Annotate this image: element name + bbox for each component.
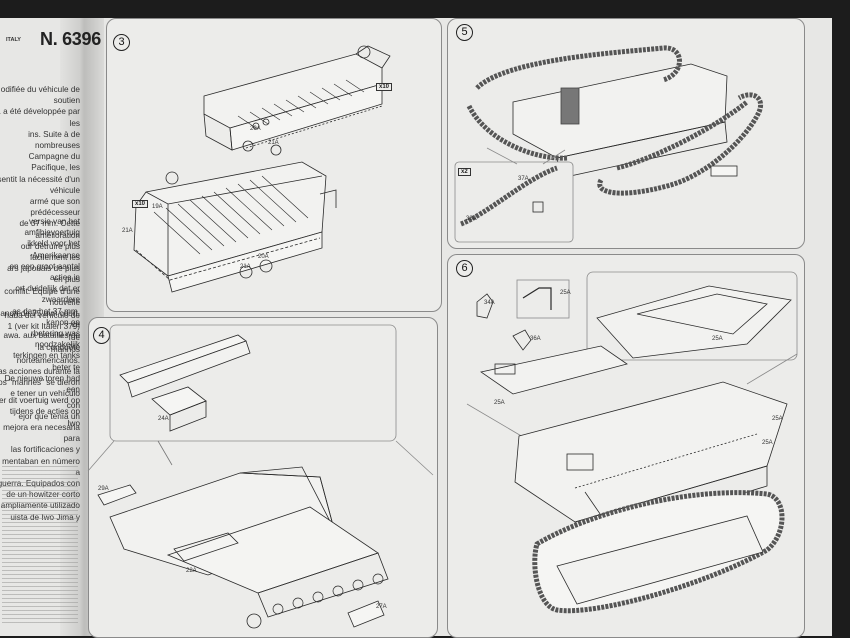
part-label: 20A bbox=[250, 126, 261, 132]
part-label: 20A bbox=[258, 254, 269, 260]
country-label: ITALY bbox=[6, 37, 21, 43]
part-label: 24A bbox=[158, 416, 169, 422]
step-3-drawing bbox=[133, 45, 391, 293]
kit-number-title: N. 6396 bbox=[40, 29, 101, 49]
step-4-drawing bbox=[87, 324, 434, 629]
step-3-number: 3 bbox=[113, 34, 130, 51]
text-dutch: versie van het amfibievoertuig ikkeld vo… bbox=[0, 217, 80, 428]
part-label: 29A bbox=[98, 486, 109, 492]
part-label: 25A bbox=[762, 440, 773, 446]
part-label: 25A bbox=[560, 290, 571, 296]
part-label: 19A bbox=[152, 204, 163, 210]
part-label: 21A bbox=[240, 264, 251, 270]
part-label: 27A bbox=[376, 604, 387, 610]
fine-print-block bbox=[2, 466, 78, 626]
step-5-number: 5 bbox=[456, 24, 473, 41]
part-label: 38A bbox=[466, 216, 477, 222]
part-label: 22A bbox=[186, 568, 197, 574]
part-label: 37A bbox=[518, 176, 529, 182]
step-5-drawing bbox=[454, 45, 763, 243]
text-french: odifiée du véhicule de soutien 1 a été d… bbox=[0, 85, 80, 352]
part-multiplier-x2: x2 bbox=[458, 168, 471, 176]
part-multiplier-x10: x10 bbox=[132, 200, 149, 208]
step-6-drawing bbox=[466, 271, 798, 614]
part-label: 21A bbox=[122, 228, 133, 234]
step-4-number: 4 bbox=[93, 327, 110, 344]
part-label: 36A bbox=[530, 336, 541, 342]
step-6-number: 6 bbox=[456, 260, 473, 277]
part-label: 25A bbox=[494, 400, 505, 406]
history-text-column: odifiée du véhicule de soutien 1 a été d… bbox=[0, 18, 86, 636]
part-label: 34A bbox=[484, 300, 495, 306]
part-multiplier-x10: x10 bbox=[376, 83, 393, 91]
part-label: 21A bbox=[268, 140, 279, 146]
part-label: 25A bbox=[772, 416, 783, 422]
part-label: 25A bbox=[712, 336, 723, 342]
